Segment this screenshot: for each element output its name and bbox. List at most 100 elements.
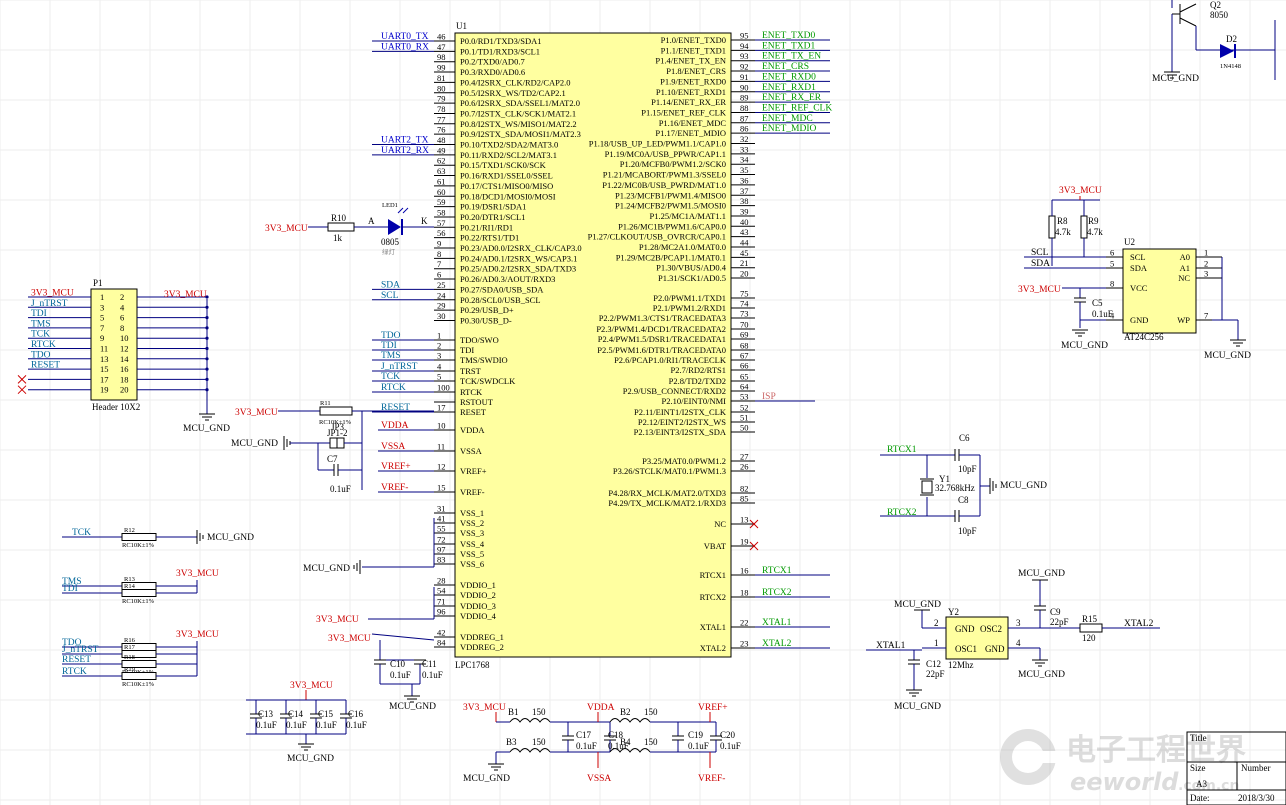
reset-circuit[interactable]: 3V3_MCU R11 RC10K±1% MCU_GND JP3 JP1-2 C… — [231, 400, 434, 494]
q2-transistor-block[interactable]: Q2 8050 D2 1N4148 MCU_GND — [1152, 0, 1276, 84]
rtc-crystal[interactable]: RTCX1 C6 10pF Y1 32.768kHz MCU_GND RTCX2… — [880, 433, 1047, 536]
main-oscillator[interactable]: Y2 12Mhz GND OSC2 OSC1 GND 2 3 1 4 MCU_G… — [866, 569, 1160, 712]
analog-filter[interactable]: 3V3_MCU B1 150 VDDA B2 150 VREF+ C17 0.1… — [463, 703, 741, 784]
led-block[interactable]: 3V3_MCU R10 1k A LED1 0805 绿灯 K — [265, 202, 434, 256]
u2-pin-a1[interactable]: 2A1 — [1180, 259, 1222, 274]
jtag-pullups[interactable]: R12RC10K±1%TCKR13RC10K±1%TMSR14RC10K±1%T… — [62, 527, 254, 688]
u1-pin-rstout[interactable]: RSTOUT — [434, 397, 494, 407]
u2-pin-nc[interactable]: 3NC — [1178, 269, 1222, 284]
